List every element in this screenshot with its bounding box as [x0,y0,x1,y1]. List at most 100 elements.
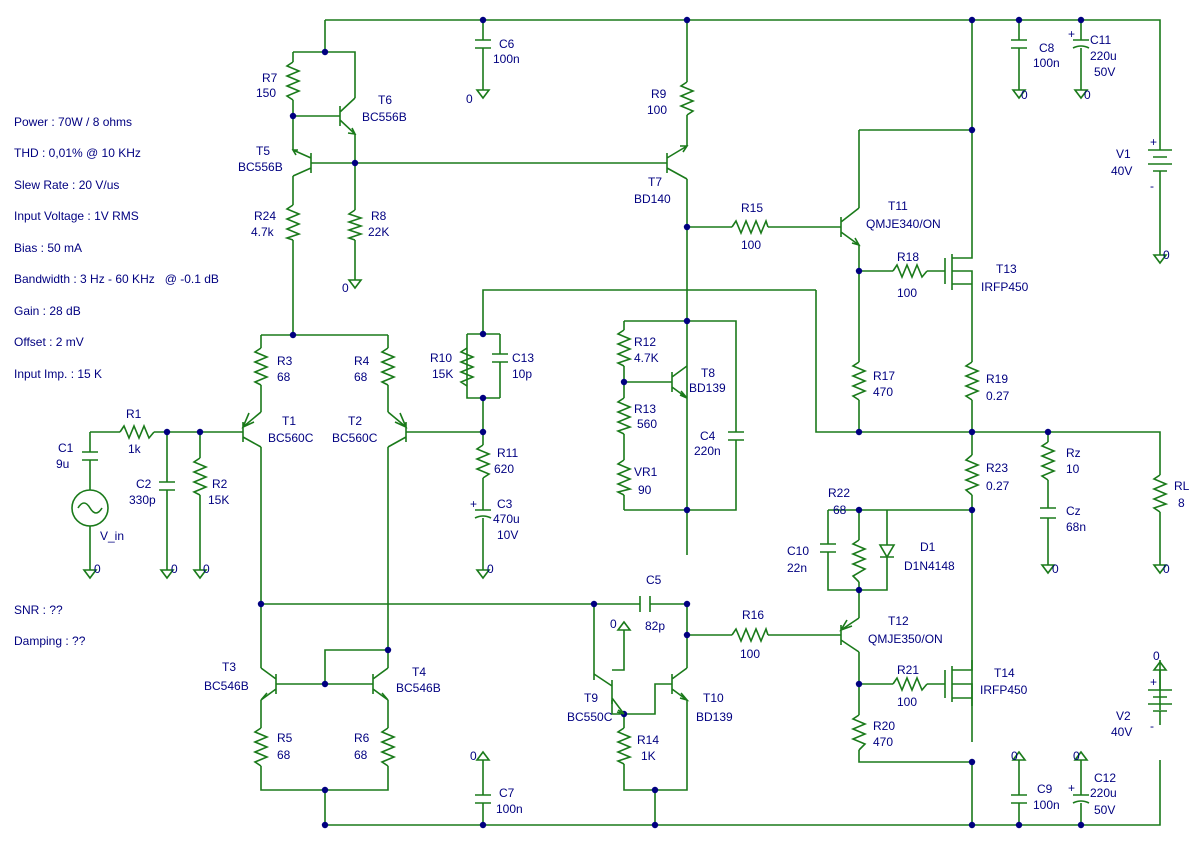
label-value: 100n [1033,798,1060,812]
ground-label: 0 [466,92,473,106]
transistor-t7 [666,145,689,180]
label-value: 1k [128,442,142,456]
label-ref: T13 [996,262,1017,276]
label-value: 220u [1090,49,1117,63]
label-value: 90 [638,483,652,497]
label-value: 22K [368,225,389,239]
polarity-plus: + [1068,27,1075,41]
label-value: 100 [897,695,917,709]
spec-thd: THD : 0,01% @ 10 KHz [14,146,141,160]
ground-label: 0 [342,281,349,295]
label-value: 8 [1178,496,1185,510]
capacitor-c5 [639,596,651,612]
label-value: 68 [277,370,291,384]
capacitor-c12 [1072,794,1090,804]
resistor-r19 [963,361,981,401]
transistor-t10 [671,667,690,702]
label-value: 9u [56,457,69,471]
label-ref: C4 [700,429,716,443]
label-value: 40V [1111,164,1132,178]
transistor-t9 [593,673,625,715]
label-value: 4.7k [251,225,275,239]
ground-label: 0 [171,562,178,576]
ground-label: 0 [1163,562,1170,576]
label-value2: 10V [497,528,518,542]
ground-label: 0 [470,749,477,763]
spec-bandwidth: Bandwidth : 3 Hz - 60 KHz @ -0.1 dB [14,272,219,286]
label-value: BD140 [634,192,671,206]
resistor-r22 [850,539,868,583]
capacitor-c8 [1011,39,1027,49]
spec-slew-rate: Slew Rate : 20 V/us [14,178,120,192]
resistor-r6 [379,727,397,767]
spec-input-voltage: Input Voltage : 1V RMS [14,209,139,223]
ground-icon [476,751,490,771]
label-ref: R22 [828,486,850,500]
spec-snr: SNR : ?? [14,603,63,617]
resistor-r11 [474,444,492,479]
label-ref: T12 [888,614,909,628]
label-ref: VR1 [634,465,658,479]
spec-offset: Offset : 2 mV [14,335,84,349]
capacitor-c7 [475,794,491,804]
label-ref: Cz [1066,504,1081,518]
label-value: BC546B [204,679,249,693]
label-ref: R13 [634,402,656,416]
label-ref: C8 [1039,41,1055,55]
label-ref: R18 [897,250,919,264]
label-value: BC560C [268,431,314,445]
label-ref: R8 [371,209,387,223]
resistor-r12 [615,329,633,367]
label-ref: C12 [1094,771,1116,785]
label-ref: C11 [1090,33,1111,47]
label-ref: R21 [897,663,919,677]
ac-source-vin [71,489,109,527]
ground-label: 0 [1084,88,1091,102]
label-value: 10 [1066,462,1080,476]
label-ref: C13 [512,351,534,365]
resistor-r9 [678,81,696,116]
resistor-rz [1039,441,1057,481]
label-value2: 50V [1094,803,1115,817]
label-ref: V2 [1116,709,1131,723]
label-value: 22n [787,561,807,575]
resistor-r18 [892,262,928,280]
label-ref: T5 [256,144,270,158]
spec-power: Power : 70W / 8 ohms [14,115,133,129]
ground-label: 0 [1011,749,1018,763]
label-ref: T10 [703,691,724,705]
label-ref: T8 [701,366,715,380]
label-ref: R6 [354,731,370,745]
label-value: 560 [637,417,657,431]
label-ref: R7 [262,71,278,85]
spec-damping: Damping : ?? [14,634,86,648]
label-value: BC550C [567,710,613,724]
polarity-minus: - [1150,179,1154,193]
spec-input-impedance: Input Imp. : 15 K [14,367,103,381]
label-ref: R24 [254,209,276,223]
ground-label: 0 [1021,88,1028,102]
ground-label: 0 [1052,562,1059,576]
label-value: 470u [493,512,520,526]
ground-label: 0 [1163,248,1170,262]
label-ref: T4 [412,665,426,679]
label-value: BC546B [396,681,441,695]
label-ref: T3 [222,660,236,674]
label-value: BC556B [362,110,407,124]
label-value: D1N4148 [904,559,955,573]
ground-icon [617,621,631,641]
resistor-vr1 [615,459,633,496]
polarity-plus: + [1150,675,1157,689]
diode-d1 [878,544,896,559]
transistor-t6 [339,97,357,136]
ground-label: 0 [487,562,494,576]
label-value: 330p [129,493,156,507]
label-ref: C2 [136,477,152,491]
label-value: 100n [1033,56,1060,70]
label-ref: T2 [348,414,362,428]
transistor-t12 [839,617,860,653]
label-ref: R2 [212,477,228,491]
labels: R7 150 T6 BC556B T5 BC556B R24 4.7k R8 2… [56,27,1190,817]
label-value: BC556B [238,160,283,174]
capacitor-c3 [474,509,492,519]
